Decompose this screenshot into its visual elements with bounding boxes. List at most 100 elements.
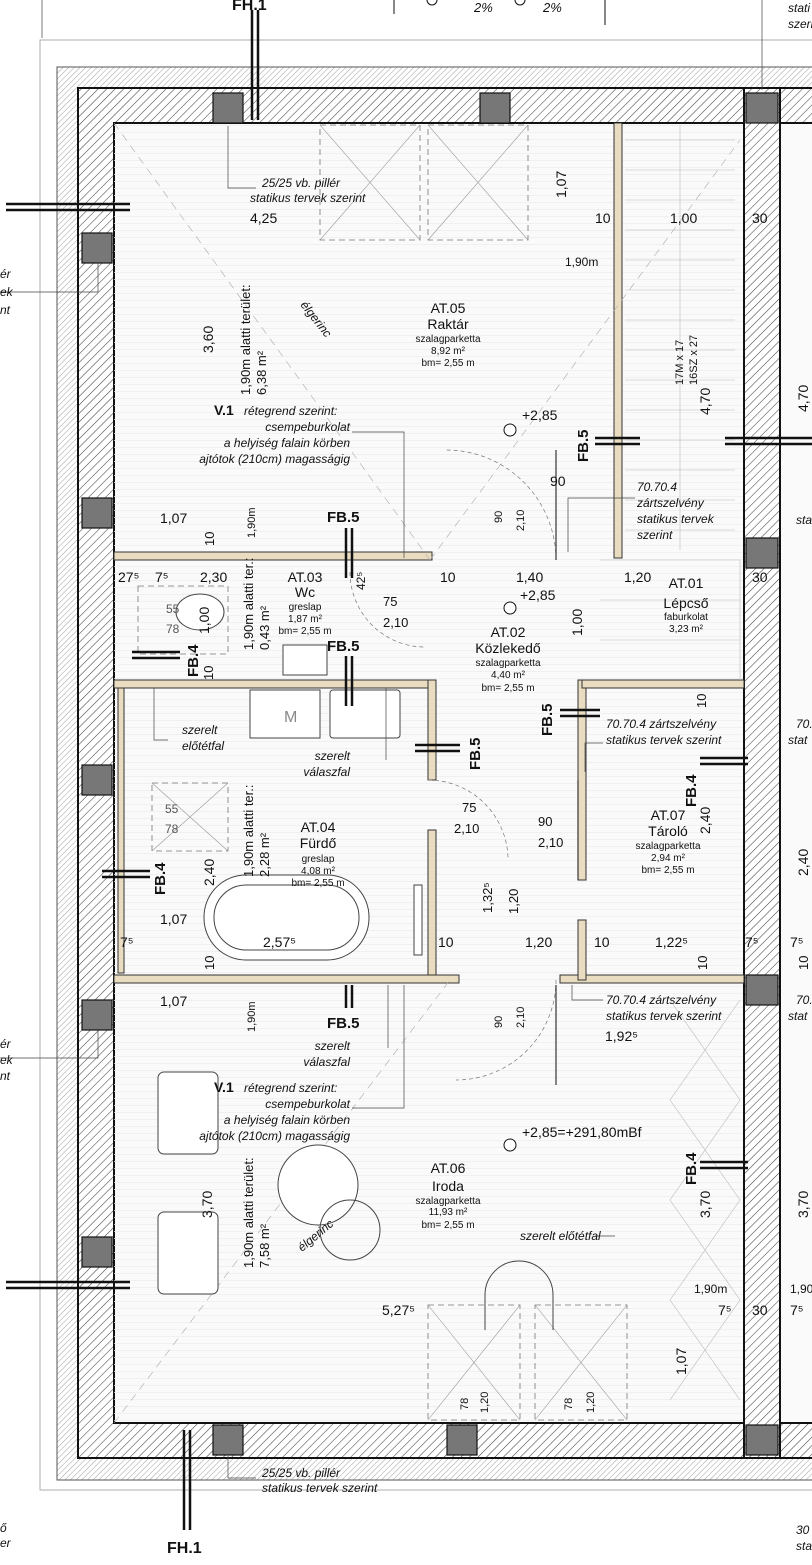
dimension: 1,20 <box>506 889 521 914</box>
dimension: 4,70 <box>697 388 713 415</box>
fb-label: FB.5 <box>575 429 592 462</box>
lining-note: szerelt <box>182 723 218 737</box>
lining-wall <box>117 687 125 974</box>
dimension: 3,70 <box>199 1191 215 1218</box>
wc-sink <box>282 644 328 676</box>
partition-note: szerelt <box>315 749 351 763</box>
skylight <box>151 782 229 852</box>
dimension: 1,07 <box>673 1348 689 1375</box>
tube-note: 70.70.4 <box>637 480 677 494</box>
dimension: 2,10 <box>515 510 527 531</box>
dimension: 78 <box>166 622 180 636</box>
dimension: 10 <box>595 210 611 226</box>
fb-label: FB.5 <box>327 509 360 526</box>
room-height: bm= 2,55 m <box>291 878 344 889</box>
fb-label: FB.5 <box>539 703 556 736</box>
dimension: 1,20 <box>624 569 651 585</box>
dimension: 78 <box>563 1398 575 1410</box>
dimension: 30 <box>752 210 768 226</box>
fb-label: FB.4 <box>185 644 202 677</box>
dimension: 5,27⁵ <box>382 1302 415 1318</box>
dimension: 2,30 <box>200 569 227 585</box>
edge-note: ek <box>0 285 14 299</box>
room-name: Wc <box>295 584 315 600</box>
pillar <box>745 974 779 1006</box>
dimension: 10 <box>594 934 610 950</box>
dimension: 7⁵ <box>718 1302 732 1318</box>
edge-note: ek <box>0 1053 14 1067</box>
edge-note: 70. <box>796 993 812 1007</box>
dimension: 4,70 <box>795 385 811 412</box>
fb-label: FB.4 <box>683 1152 700 1185</box>
dimension: 75 <box>383 594 397 609</box>
ridge-line <box>429 139 741 561</box>
pillar <box>745 92 779 124</box>
stair-spec: 16SZ x 27 <box>688 335 700 385</box>
door-swing <box>445 449 557 561</box>
partition-wall <box>113 974 460 984</box>
room-id: AT.02 <box>491 624 526 640</box>
dimension: 1,20 <box>479 1392 491 1413</box>
edge-note: 30 <box>796 1523 810 1537</box>
room-floor: faburkolat <box>664 612 708 623</box>
edge-note: ér <box>0 1037 12 1051</box>
pillar-note: 25/25 vb. pillér <box>261 176 341 190</box>
bath-sink <box>329 689 401 739</box>
dimension: 27⁵ <box>118 569 139 585</box>
partition-wall <box>559 974 745 984</box>
room-id: AT.07 <box>651 807 686 823</box>
room-height: bm= 2,55 m <box>278 626 331 637</box>
pillar-note: statikus tervek szerint <box>262 1481 378 1495</box>
pillar <box>81 497 113 529</box>
dimension: 1,07 <box>553 171 569 198</box>
low-area-label: 1,90m alatti terület: <box>241 1157 256 1268</box>
door-swing <box>349 571 426 648</box>
pillar <box>745 1424 779 1456</box>
dimension: 1,00 <box>569 609 585 636</box>
skylight <box>137 585 229 655</box>
washing-machine <box>249 689 321 739</box>
level-marker <box>503 423 517 1152</box>
partition-wall <box>577 919 587 981</box>
dimension: 10 <box>202 956 217 970</box>
tube-note: zártszelvény <box>636 496 705 510</box>
pillar-note: 25/25 vb. pillér <box>261 1466 341 1480</box>
skylight <box>534 1304 628 1421</box>
dimension: 7⁵ <box>155 569 169 585</box>
v1-note: a helyiség falain körben <box>224 436 350 450</box>
room-height: bm= 2,55 m <box>421 1220 474 1231</box>
tube-note: szerint <box>637 528 673 542</box>
room-area: 4,08 m² <box>301 866 336 877</box>
low-area-label: 1,90m alatti ter.: <box>241 785 256 878</box>
partition-wall <box>581 679 745 689</box>
fb-label: FB.5 <box>467 737 484 770</box>
dimension: 78 <box>459 1398 471 1410</box>
room-floor: szalagparketta <box>415 334 480 345</box>
dimension: 1,20 <box>585 1392 597 1413</box>
edge-note: stati <box>788 1 810 15</box>
edge-note: er <box>0 1536 12 1550</box>
edge-note: nt <box>0 303 11 317</box>
ridge-line <box>113 122 431 561</box>
dimension: 2,40 <box>697 807 713 834</box>
room-height: bm= 2,55 m <box>641 865 694 876</box>
dimension: 10 <box>438 934 454 950</box>
tube-note: statikus tervek szerint <box>606 1009 722 1023</box>
table <box>319 1199 381 1261</box>
room-id: AT.06 <box>431 1160 466 1176</box>
edge-note: ér <box>0 267 12 281</box>
room-area: 3,23 m² <box>669 624 704 635</box>
room-name: Fürdő <box>300 835 337 851</box>
dimension: 1,22⁵ <box>655 934 688 950</box>
ridge-line <box>113 979 451 1424</box>
section-mark-top: FH.1 <box>232 0 267 14</box>
room-floor: greslap <box>289 602 322 613</box>
edge-note: ő <box>0 1521 7 1535</box>
dimension: 90 <box>493 1016 505 1028</box>
dimension: 75 <box>462 800 476 815</box>
table <box>277 1144 359 1226</box>
fb-label: FB.4 <box>683 774 700 807</box>
pillar <box>446 1424 478 1456</box>
dimension: 1,07 <box>160 510 187 526</box>
pillar-note: statikus tervek szerint <box>250 191 366 205</box>
